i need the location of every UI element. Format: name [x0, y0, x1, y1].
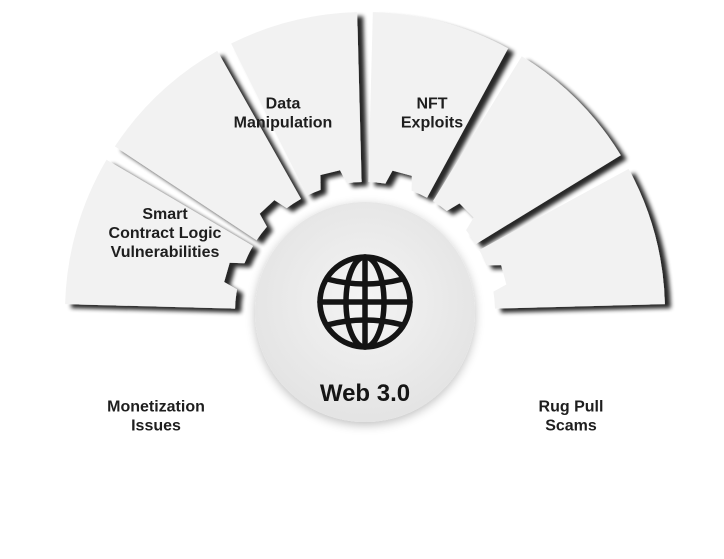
segment-label: NFT	[416, 96, 447, 113]
segment-label: Smart	[142, 206, 188, 223]
segment-nft-exploits: NFT Exploits	[368, 12, 509, 198]
segment-label: Manipulation	[234, 115, 333, 132]
segment-shape	[65, 159, 253, 309]
segment-label: Rug Pull	[539, 399, 604, 416]
center-hub: Web 3.0	[255, 202, 475, 422]
segment-shape	[479, 168, 665, 309]
segment-shape	[231, 12, 362, 196]
segment-shape	[368, 12, 509, 198]
center-label: Web 3.0	[320, 380, 410, 407]
globe-icon	[317, 254, 413, 350]
segment-label: Issues	[131, 418, 181, 435]
segment-shape	[432, 56, 621, 245]
segment-label: Contract Logic	[109, 225, 222, 242]
segment-shape	[114, 50, 301, 241]
segment-label: Data	[266, 96, 301, 113]
segment-label: Exploits	[401, 115, 463, 132]
segment-label: Vulnerabilities	[111, 244, 220, 261]
segment-label: Monetization	[107, 399, 205, 416]
segment-label: Scams	[545, 418, 597, 435]
